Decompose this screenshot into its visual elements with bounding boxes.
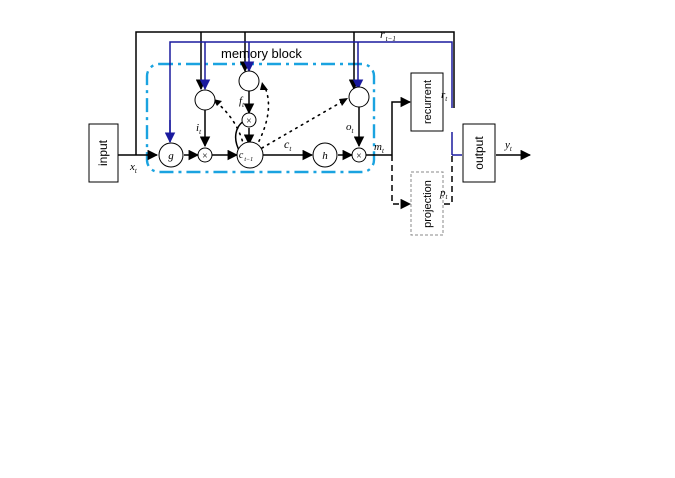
h-node-label: h [322,150,328,162]
recurrent-feedback-line [169,41,453,142]
input-multiply-node [197,147,213,163]
projection-to-output-line [444,155,453,205]
recurrent-box [410,72,444,132]
output-box [462,123,496,183]
output-multiply-node [351,147,367,163]
projection-box [410,171,444,236]
cell-node-label: ct−1 [239,150,253,163]
label-m-t: mt [374,141,385,155]
label-c-t: ct [284,137,292,153]
label-p-t: pt [439,187,449,201]
label-r-t-minus-1: rt−1 [380,27,396,43]
label-x-t: xt [129,161,138,175]
output-box-label: output [472,136,486,170]
g-node [158,142,184,168]
cell-node [236,141,264,169]
label-f-t: ft [239,95,245,109]
forget-multiply-node [241,112,257,128]
peephole-input-gate [214,100,245,148]
peephole-forget-gate [255,84,270,148]
peephole-output-gate [261,99,346,149]
split-to-recurrent-line [391,96,412,155]
feedback-line-input [135,31,455,155]
forget-gate-node [238,70,260,92]
split-to-projection-line [391,155,412,210]
output-gate-node [348,86,370,108]
output-multiply-symbol: × [356,151,362,162]
input-box [88,123,119,183]
label-y-t: yt [504,139,513,153]
peephole-output-arrow [339,98,348,106]
recurrent-box-label: recurrent [422,80,434,124]
label-i-t: it [196,122,202,136]
g-node-label: g [168,150,174,162]
peephole-forget-arrow [260,82,268,90]
forget-multiply-symbol: × [246,116,252,127]
label-r-t: rt [441,89,448,103]
memory-block-border [145,62,376,174]
label-o-t: ot [346,121,355,135]
input-multiply-symbol: × [202,151,208,162]
input-gate-node [194,89,216,111]
h-node [312,142,338,168]
memory-block-title: memory block [221,46,302,61]
projection-box-label: projection [422,180,434,228]
input-box-label: input [96,139,110,166]
